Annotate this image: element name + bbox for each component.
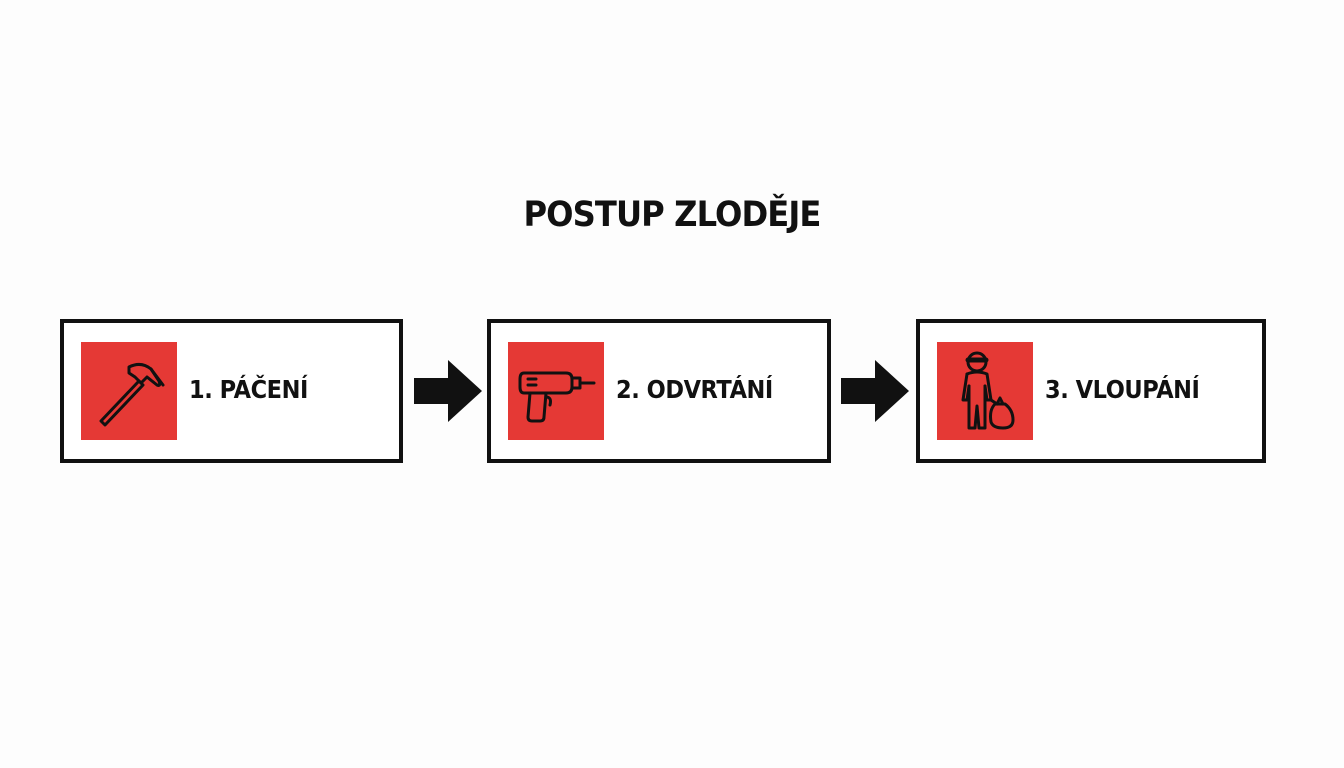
burglar-icon xyxy=(961,351,1015,430)
step-icon-tile xyxy=(508,342,604,440)
diagram-title: POSTUP ZLODĚJE xyxy=(523,195,821,235)
step-box-pry: 1. PÁČENÍ xyxy=(60,319,403,463)
step-label: 1. PÁČENÍ xyxy=(189,375,308,404)
hammer-icon xyxy=(99,362,165,427)
step-icon-tile xyxy=(937,342,1033,440)
step-label: 2. ODVRTÁNÍ xyxy=(616,375,773,404)
arrow-right-icon xyxy=(841,360,909,422)
step-label: 3. VLOUPÁNÍ xyxy=(1045,375,1200,404)
arrow-right-icon xyxy=(414,360,482,422)
step-icon-tile xyxy=(81,342,177,440)
step-box-drill: 2. ODVRTÁNÍ xyxy=(487,319,831,463)
drill-icon xyxy=(518,371,596,423)
step-box-break-in: 3. VLOUPÁNÍ xyxy=(916,319,1266,463)
